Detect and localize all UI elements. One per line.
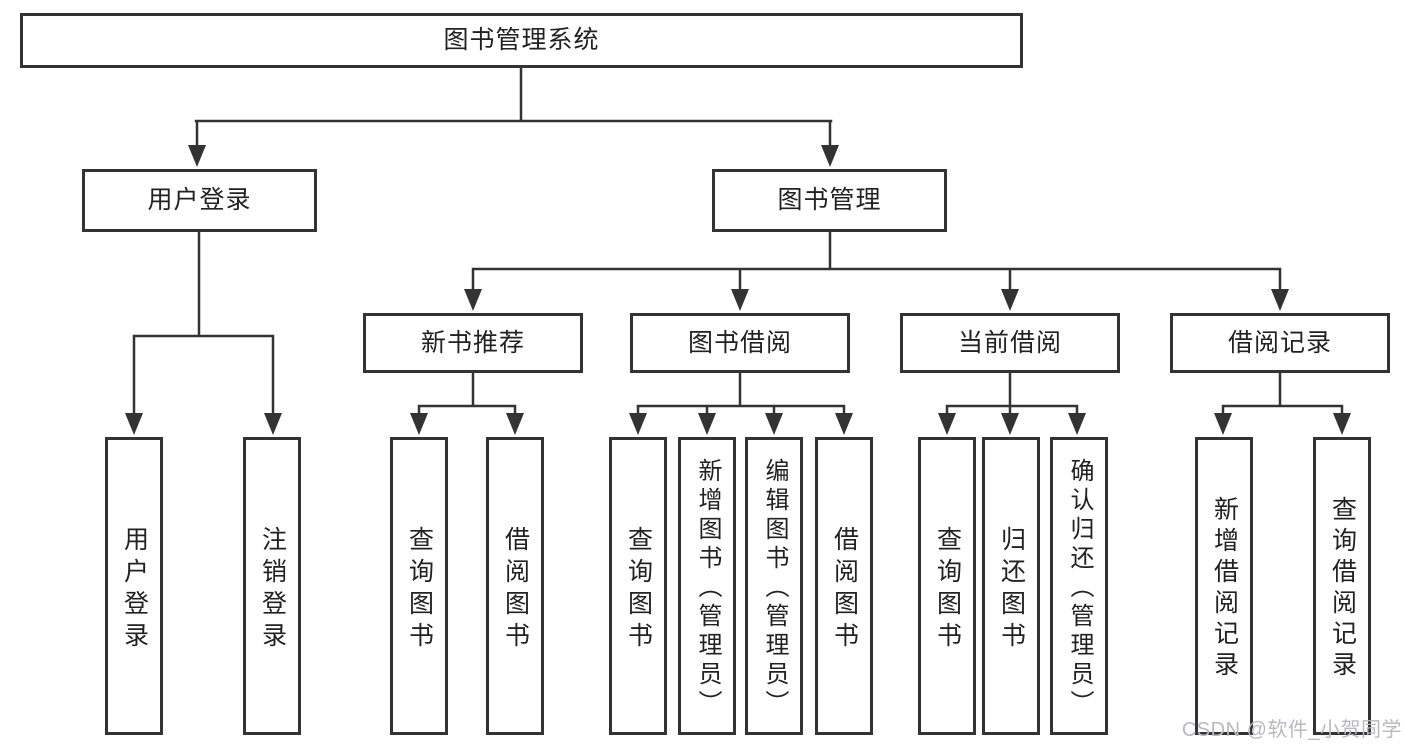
node-label: 新增图书（管理员） bbox=[694, 458, 721, 719]
node-label: 注销登录 bbox=[258, 525, 287, 654]
node-confirm-return-admin: 确认归还（管理员） bbox=[1050, 437, 1108, 735]
node-label: 用户登录 bbox=[120, 525, 149, 654]
node-logout: 注销登录 bbox=[243, 437, 301, 735]
node-label: 新增借阅记录 bbox=[1210, 496, 1239, 682]
node-add-borrow-record: 新增借阅记录 bbox=[1195, 437, 1253, 735]
node-label: 查询图书 bbox=[933, 525, 962, 654]
node-borrow-books-recommend: 借阅图书 bbox=[486, 437, 544, 735]
node-label: 借阅图书 bbox=[501, 525, 530, 654]
node-label: 当前借阅 bbox=[957, 328, 1062, 357]
node-label: 确认归还（管理员） bbox=[1066, 458, 1093, 719]
node-borrowing-records: 借阅记录 bbox=[1170, 313, 1390, 373]
node-book-management: 图书管理 bbox=[712, 169, 947, 232]
node-label: 图书借阅 bbox=[687, 328, 792, 357]
node-label: 图书管理 bbox=[777, 186, 882, 214]
arrowhead-triangles bbox=[125, 145, 1351, 435]
node-label: 借阅记录 bbox=[1227, 328, 1332, 357]
node-user-login: 用户登录 bbox=[105, 437, 163, 735]
node-borrow-books-borrow: 借阅图书 bbox=[815, 437, 873, 735]
node-add-books-admin: 新增图书（管理员） bbox=[678, 437, 736, 735]
node-query-borrow-record: 查询借阅记录 bbox=[1313, 437, 1371, 735]
node-edit-books-admin: 编辑图书（管理员） bbox=[745, 437, 803, 735]
node-query-books-recommend: 查询图书 bbox=[390, 437, 448, 735]
node-user-login-branch: 用户登录 bbox=[82, 169, 317, 232]
node-label: 图书管理系统 bbox=[443, 26, 600, 54]
node-label: 查询图书 bbox=[624, 525, 653, 654]
node-return-books: 归还图书 bbox=[982, 437, 1040, 735]
node-label: 归还图书 bbox=[997, 525, 1026, 654]
node-new-book-recommend: 新书推荐 bbox=[363, 313, 583, 373]
node-label: 借阅图书 bbox=[830, 525, 859, 654]
node-query-books-current: 查询图书 bbox=[918, 437, 976, 735]
node-label: 查询借阅记录 bbox=[1328, 496, 1357, 682]
node-label: 用户登录 bbox=[147, 186, 252, 214]
node-label: 编辑图书（管理员） bbox=[761, 458, 788, 719]
node-label: 查询图书 bbox=[405, 525, 434, 654]
node-book-borrowing: 图书借阅 bbox=[630, 313, 850, 373]
node-library-system: 图书管理系统 bbox=[20, 13, 1023, 68]
node-query-books-borrow: 查询图书 bbox=[609, 437, 667, 735]
node-current-borrowing: 当前借阅 bbox=[900, 313, 1120, 373]
node-label: 新书推荐 bbox=[420, 328, 525, 357]
